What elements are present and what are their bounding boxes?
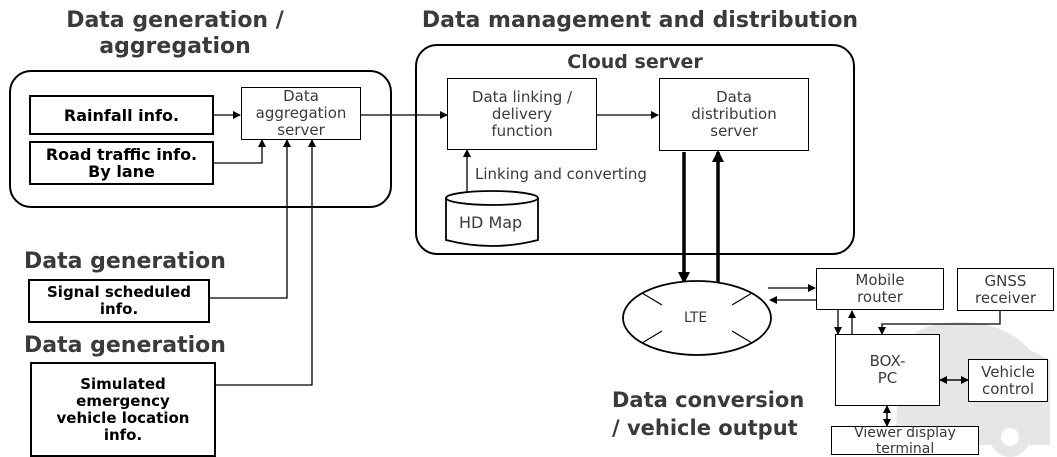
road-traffic-line-2: By lane: [88, 162, 155, 181]
road-traffic-line-1: Road traffic info.: [45, 145, 198, 164]
vctrl-line-1: Vehicle: [981, 362, 1035, 381]
gnss-line-2: receiver: [975, 288, 1036, 307]
signal-scheduled-info-box: Signal scheduled info.: [28, 279, 210, 323]
conv-line-2: / vehicle output: [612, 416, 798, 440]
dist-line-3: server: [710, 122, 758, 140]
signal-line-2: info.: [99, 300, 139, 318]
emerg-line-3: vehicle location: [56, 408, 190, 427]
emerg-line-4: info.: [103, 425, 143, 444]
mobile-line-1: Mobile: [855, 271, 905, 289]
boxpc-line-1: BOX-: [869, 352, 906, 370]
road-traffic-info-box: Road traffic info. By lane: [29, 141, 214, 185]
conv-line-1: Data conversion: [612, 388, 805, 412]
dist-line-1: Data: [716, 88, 752, 106]
gnss-receiver-box: GNSS receiver: [957, 268, 1054, 311]
hd-map-cylinder: [445, 190, 539, 247]
data-conversion-header: Data conversion / vehicle output: [612, 386, 804, 442]
header-line-2: aggregation: [99, 34, 251, 59]
box-pc-box: BOX- PC: [835, 334, 940, 406]
header-line-1: Data generation /: [66, 8, 284, 33]
mobile-router-box: Mobile router: [816, 268, 944, 310]
header-data-generation-aggregation: Data generation / aggregation: [40, 8, 310, 60]
link-line-1: Data linking /: [471, 87, 573, 106]
link-line-3: function: [491, 121, 553, 140]
dist-line-2: distribution: [691, 105, 777, 123]
agg-line-2: aggregation: [255, 104, 347, 122]
signal-line-1: Signal scheduled: [47, 283, 191, 301]
data-aggregation-server-box: Data aggregation server: [241, 87, 361, 140]
agg-line-3: server: [277, 121, 325, 139]
vctrl-line-2: control: [982, 379, 1034, 398]
emergency-vehicle-info-box: Simulated emergency vehicle location inf…: [30, 362, 216, 457]
vehicle-control-box: Vehicle control: [968, 359, 1048, 402]
viewer-line-1: Viewer display: [854, 424, 956, 441]
hd-map-label: HD Map: [459, 213, 523, 232]
data-distribution-server-box: Data distribution server: [659, 78, 809, 151]
aggregation-group: [9, 70, 392, 208]
mobile-line-2: router: [857, 288, 903, 306]
rainfall-label: Rainfall info.: [63, 105, 180, 125]
gnss-line-1: GNSS: [984, 271, 1027, 290]
viewer-display-terminal-box: Viewer display terminal: [831, 424, 979, 457]
data-generation-header-2: Data generation: [24, 333, 226, 358]
cloud-server-group: [415, 44, 855, 255]
link-line-2: delivery: [491, 104, 553, 123]
lte-ellipse: [622, 280, 772, 356]
viewer-line-2: terminal: [875, 440, 935, 457]
data-generation-header-1: Data generation: [24, 249, 226, 274]
data-linking-delivery-function-box: Data linking / delivery function: [447, 78, 597, 150]
cloud-server-label: Cloud server: [567, 51, 703, 73]
header-data-management: Data management and distribution: [421, 8, 859, 33]
boxpc-line-2: PC: [877, 369, 898, 387]
emerg-line-2: emergency: [76, 391, 170, 410]
linking-converting-label: Linking and converting: [475, 165, 647, 183]
agg-line-1: Data: [283, 87, 319, 105]
lte-label: LTE: [684, 310, 708, 326]
rainfall-info-box: Rainfall info.: [29, 95, 214, 135]
emerg-line-1: Simulated: [80, 374, 166, 393]
